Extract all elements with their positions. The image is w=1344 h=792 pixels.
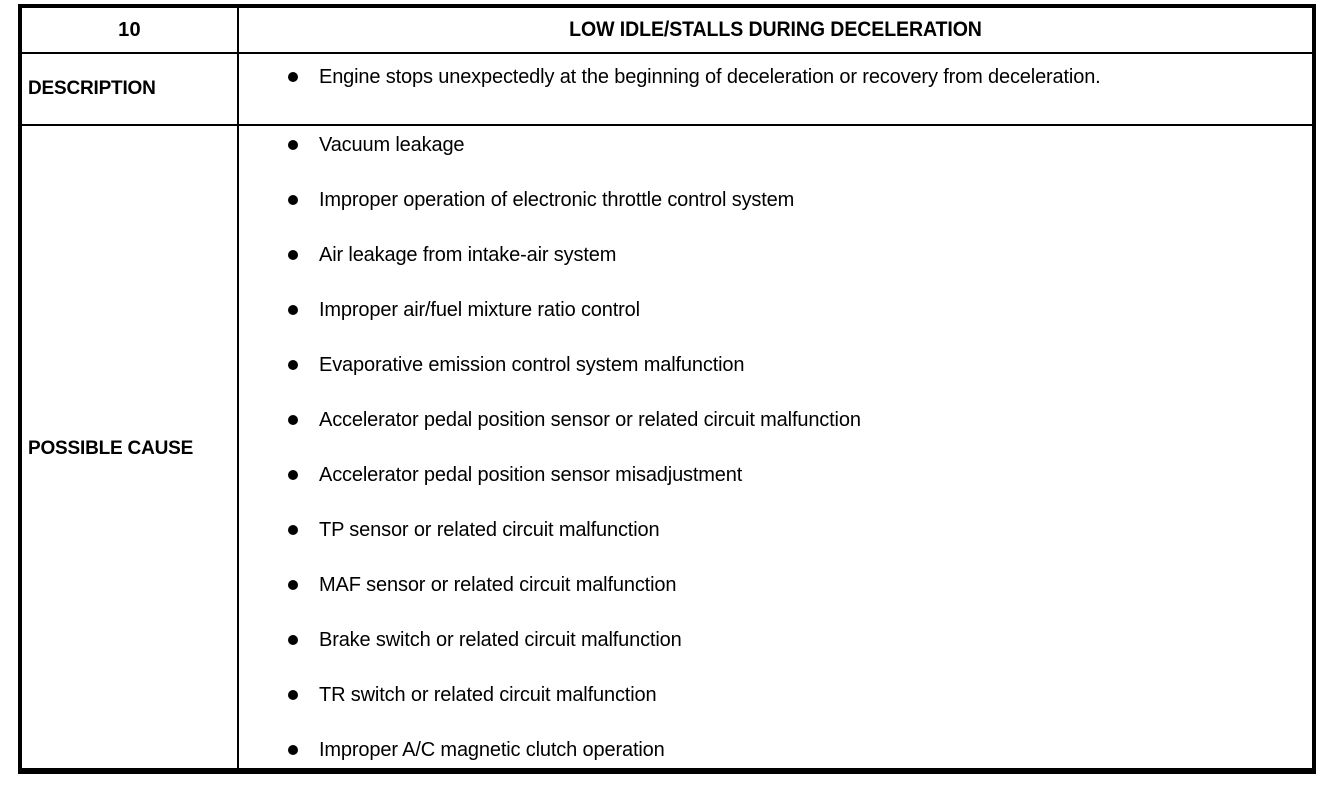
row-label-description: DESCRIPTION	[28, 78, 156, 99]
symptom-number: 10	[118, 18, 141, 41]
bullet-dot-icon	[288, 140, 298, 150]
list-item: Brake switch or related circuit malfunct…	[288, 627, 1298, 682]
cause-text: Accelerator pedal position sensor misadj…	[319, 464, 743, 486]
bullet-dot-icon	[288, 690, 298, 700]
bullet-dot-icon	[288, 745, 298, 755]
list-item: Improper operation of electronic throttl…	[288, 187, 1298, 242]
cause-text: Evaporative emission control system malf…	[319, 354, 745, 376]
cause-text: Improper air/fuel mixture ratio control	[319, 299, 640, 321]
cause-text: Improper A/C magnetic clutch operation	[319, 739, 665, 761]
symptom-title: LOW IDLE/STALLS DURING DECELERATION	[569, 18, 982, 41]
bullet-dot-icon	[288, 250, 298, 260]
bullet-dot-icon	[288, 195, 298, 205]
document-page: 10 LOW IDLE/STALLS DURING DECELERATION D…	[18, 4, 1316, 774]
symptom-title-cell: LOW IDLE/STALLS DURING DECELERATION	[277, 8, 1275, 52]
column-divider	[237, 8, 239, 768]
cause-text: MAF sensor or related circuit malfunctio…	[319, 574, 677, 596]
row-divider-header	[22, 52, 1312, 54]
bullet-dot-icon	[288, 580, 298, 590]
cause-text: Brake switch or related circuit malfunct…	[319, 629, 682, 651]
bullet-dot-icon	[288, 72, 298, 82]
list-item: Vacuum leakage	[288, 132, 1298, 187]
list-item: TP sensor or related circuit malfunction	[288, 517, 1298, 572]
list-item: Evaporative emission control system malf…	[288, 352, 1298, 407]
cause-text: TP sensor or related circuit malfunction	[319, 519, 660, 541]
row-divider-description	[22, 124, 1312, 126]
cause-text: Improper operation of electronic throttl…	[319, 189, 795, 211]
bullet-dot-icon	[288, 415, 298, 425]
list-item: MAF sensor or related circuit malfunctio…	[288, 572, 1298, 627]
cause-text: TR switch or related circuit malfunction	[319, 684, 657, 706]
possible-cause-cell: Vacuum leakage Improper operation of ele…	[239, 126, 1312, 768]
cause-text: Air leakage from intake-air system	[319, 244, 617, 266]
cause-text: Vacuum leakage	[319, 134, 465, 156]
bullet-dot-icon	[288, 305, 298, 315]
diagnostic-trouble-table: 10 LOW IDLE/STALLS DURING DECELERATION D…	[18, 4, 1316, 774]
bullet-dot-icon	[288, 635, 298, 645]
list-item: Air leakage from intake-air system	[288, 242, 1298, 297]
list-item: Engine stops unexpectedly at the beginni…	[288, 64, 1298, 90]
cause-text: Accelerator pedal position sensor or rel…	[319, 409, 861, 431]
list-item: Improper A/C magnetic clutch operation	[288, 737, 1298, 792]
list-item: Improper air/fuel mixture ratio control	[288, 297, 1298, 352]
description-text: Engine stops unexpectedly at the beginni…	[319, 66, 1101, 88]
list-item: TR switch or related circuit malfunction	[288, 682, 1298, 737]
bullet-dot-icon	[288, 525, 298, 535]
bullet-dot-icon	[288, 470, 298, 480]
bullet-dot-icon	[288, 360, 298, 370]
list-item: Accelerator pedal position sensor misadj…	[288, 462, 1298, 517]
row-label-possible-cause: POSSIBLE CAUSE	[28, 438, 194, 459]
description-cell: Engine stops unexpectedly at the beginni…	[239, 54, 1312, 124]
list-item: Accelerator pedal position sensor or rel…	[288, 407, 1298, 462]
